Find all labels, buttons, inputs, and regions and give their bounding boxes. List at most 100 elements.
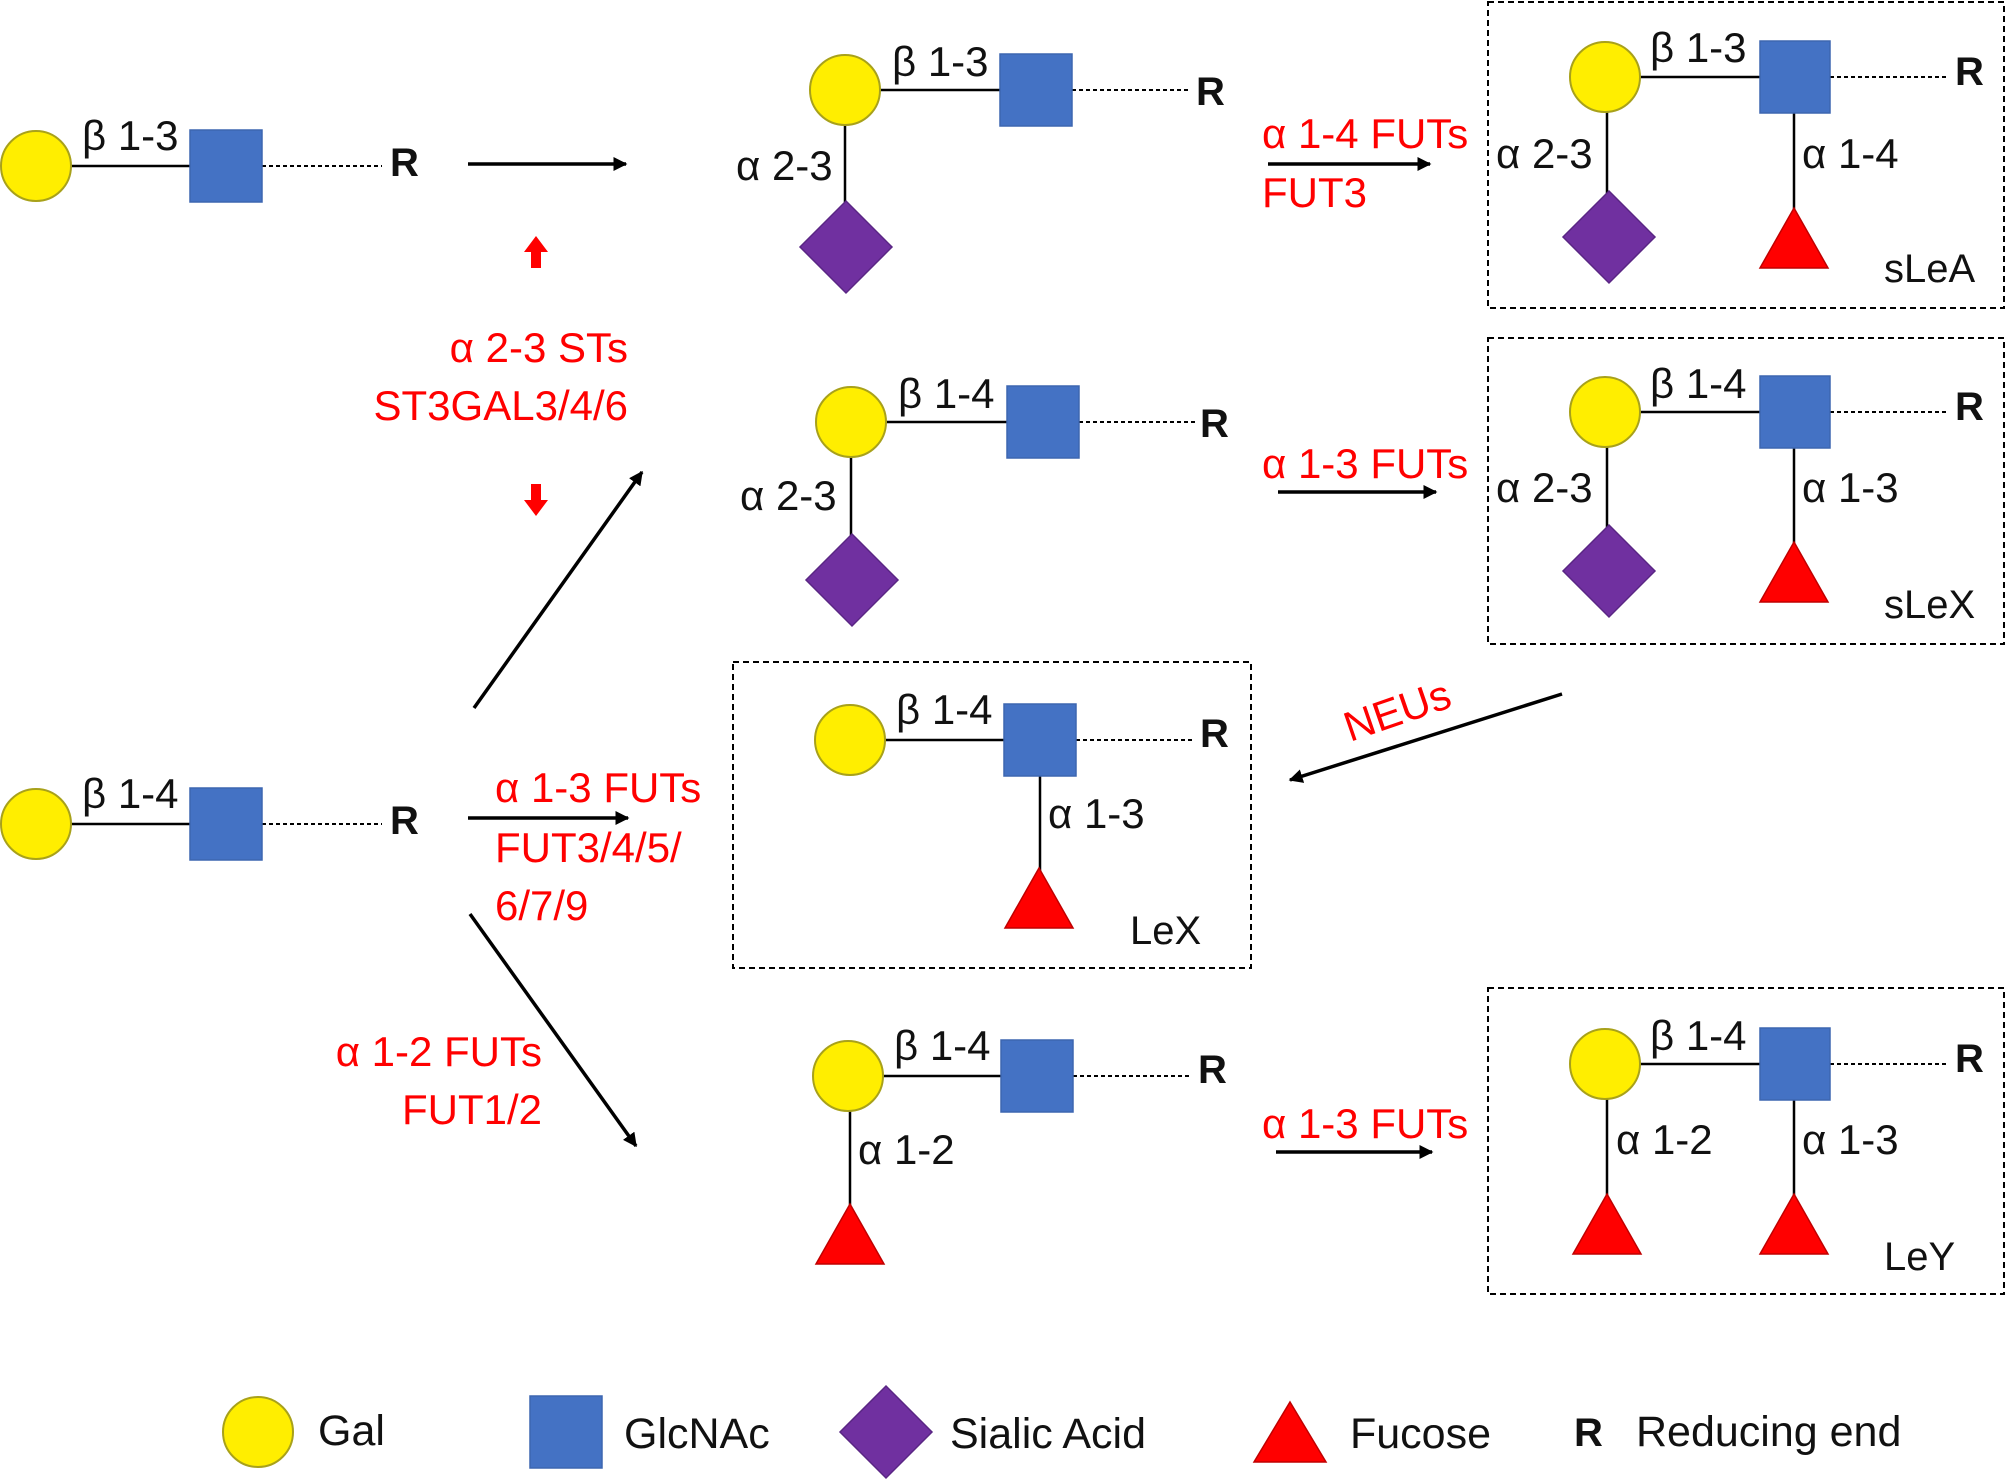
slex-box	[1487, 337, 2005, 645]
type2-precursor: β 1-4 R	[0, 770, 419, 861]
legend-fucose-icon	[1252, 1400, 1328, 1463]
gal-symbol	[0, 788, 72, 860]
lex-structure: β 1-4 α 1-3 R LeX	[732, 661, 1252, 969]
sialic-acid-symbol	[1561, 189, 1657, 285]
fut-a14-label: α 1-4 FUTs	[1262, 110, 1468, 157]
fucose-symbol	[814, 1202, 886, 1265]
branch-linkage-label: α 2-3	[736, 142, 833, 189]
linkage-label: β 1-4	[898, 370, 995, 417]
linkage-label: β 1-4	[1650, 360, 1747, 407]
linkage-label: β 1-4	[82, 770, 179, 817]
legend-reducing-end-label: Reducing end	[1636, 1408, 1901, 1456]
sialic-acid-symbol	[804, 532, 900, 628]
branch-linkage-label-left: α 2-3	[1496, 464, 1593, 511]
branch-linkage-label-left: α 2-3	[1496, 130, 1593, 177]
sialyl-type1-structure: β 1-3 α 2-3 R	[736, 38, 1225, 295]
fucose-symbol	[1003, 866, 1075, 929]
glcnac-symbol	[999, 53, 1073, 127]
linkage-label: β 1-4	[896, 686, 993, 733]
sialic-acid-symbol	[1561, 523, 1657, 619]
up-arrow-icon	[524, 236, 548, 268]
branch-linkage-label: α 1-2	[858, 1126, 955, 1173]
fucose-symbol-left	[1571, 1192, 1643, 1255]
branch-linkage-label: α 2-3	[740, 472, 837, 519]
gal-symbol	[0, 130, 72, 202]
fut-a14-genes: FUT3	[1262, 169, 1367, 216]
glcnac-symbol	[1759, 1027, 1831, 1101]
glcnac-symbol	[1006, 385, 1080, 459]
legend-glcnac-label: GlcNAc	[624, 1410, 770, 1458]
reaction-arrows	[468, 157, 1563, 1159]
gal-symbol	[812, 1040, 884, 1112]
sialic-acid-symbol	[798, 199, 894, 295]
glcnac-symbol	[1003, 703, 1077, 777]
linkage-label: β 1-3	[82, 112, 179, 159]
fucose-symbol	[1758, 206, 1830, 269]
enzyme-labels: α 2-3 STs ST3GAL3/4/6 α 1-4 FUTs FUT3 α …	[336, 110, 1469, 1147]
reducing-end-label: R	[1200, 402, 1229, 446]
linkage-label: β 1-4	[1650, 1012, 1747, 1059]
linkage-label: β 1-4	[894, 1022, 991, 1069]
type1-precursor: β 1-3 R	[0, 112, 419, 203]
h-type2-structure: β 1-4 α 1-2 R	[812, 1022, 1227, 1265]
slea-box	[1487, 1, 2005, 309]
slea-structure: β 1-3 α 2-3 α 1-4 R sLeA	[1487, 1, 2005, 309]
fut-a13-lex-genes-2: 6/7/9	[495, 882, 588, 929]
reducing-end-label: R	[1955, 50, 1984, 94]
structure-name: sLeA	[1884, 247, 1975, 291]
reducing-end-label: R	[1200, 712, 1229, 756]
fut-a12-label: α 1-2 FUTs	[336, 1028, 542, 1075]
branch-linkage-label-right: α 1-3	[1802, 1116, 1899, 1163]
st-enzyme-label: α 2-3 STs	[450, 324, 628, 371]
reducing-end-label: R	[1955, 1037, 1984, 1081]
fucose-symbol-right	[1758, 1192, 1830, 1255]
slex-structure: β 1-4 α 2-3 α 1-3 R sLeX	[1487, 337, 2005, 645]
ley-box	[1487, 987, 2005, 1295]
gal-symbol	[814, 704, 886, 776]
down-arrow-icon	[524, 484, 548, 516]
branch-linkage-label-right: α 1-4	[1802, 130, 1899, 177]
fut-a13-lex-label: α 1-3 FUTs	[495, 764, 701, 811]
structure-name: LeY	[1884, 1235, 1955, 1279]
neu-label: NEUs	[1338, 670, 1457, 750]
linkage-label: β 1-3	[892, 38, 989, 85]
legend-gal-label: Gal	[318, 1407, 385, 1455]
reducing-end-label: R	[1198, 1048, 1227, 1092]
legend-sialic-acid-label: Sialic Acid	[950, 1410, 1146, 1458]
sialyl-type2-structure: β 1-4 α 2-3 R	[740, 370, 1229, 628]
branch-linkage-label-right: α 1-3	[1802, 464, 1899, 511]
gal-symbol	[1569, 376, 1641, 448]
branch-linkage-label-left: α 1-2	[1616, 1116, 1713, 1163]
legend-glcnac-icon	[529, 1395, 603, 1469]
glcnac-symbol	[1759, 40, 1831, 114]
fut-a13-lex-genes: FUT3/4/5/	[495, 824, 682, 871]
reducing-end-label: R	[390, 799, 419, 843]
arrow-slex-to-lex	[1288, 692, 1563, 783]
legend-sialic-acid-icon	[838, 1384, 934, 1480]
gal-symbol	[1569, 1028, 1641, 1100]
glcnac-symbol	[1000, 1039, 1074, 1113]
glcnac-symbol	[1759, 375, 1831, 449]
reducing-end-label: R	[1196, 70, 1225, 114]
reducing-end-label: R	[1955, 385, 1984, 429]
fut-a13-slex-label: α 1-3 FUTs	[1262, 440, 1468, 487]
glcnac-symbol	[189, 787, 263, 861]
linkage-label: β 1-3	[1650, 24, 1747, 71]
gal-symbol	[1569, 41, 1641, 113]
ley-structure: β 1-4 α 1-2 α 1-3 R LeY	[1487, 987, 2005, 1295]
legend: Gal GlcNAc Sialic Acid Fucose R Reducing…	[222, 1384, 1901, 1480]
lex-box	[732, 661, 1252, 969]
legend-fucose-label: Fucose	[1350, 1410, 1491, 1458]
gal-symbol	[809, 54, 881, 126]
legend-r-symbol: R	[1574, 1411, 1603, 1455]
legend-gal-icon	[222, 1396, 294, 1468]
gal-symbol	[815, 386, 887, 458]
structure-name: sLeX	[1884, 583, 1975, 627]
branch-linkage-label: α 1-3	[1048, 790, 1145, 837]
arrow-type2-to-sialyl	[472, 470, 644, 710]
arrow-type2-to-h-type2	[468, 912, 638, 1148]
fut-a13-ley-label: α 1-3 FUTs	[1262, 1100, 1468, 1147]
reducing-end-label: R	[390, 141, 419, 185]
st-enzyme-genes: ST3GAL3/4/6	[374, 382, 628, 429]
